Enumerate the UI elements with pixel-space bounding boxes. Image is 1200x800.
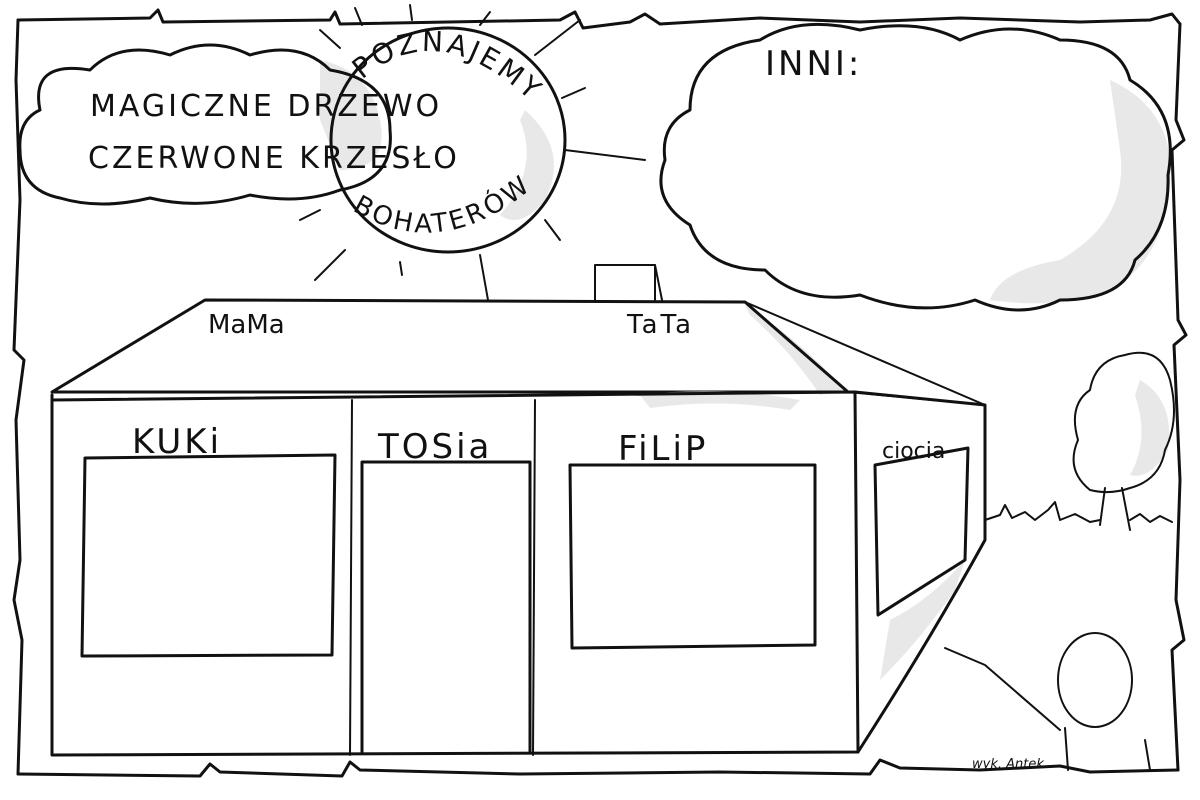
house: MaMa TaTa <box>50 264 987 757</box>
window-filip: FiLiP <box>568 429 817 650</box>
tree <box>1072 351 1175 531</box>
sun-bottom-label: BOHATERÓW <box>349 169 538 239</box>
window-label-kuki: KUKi <box>132 422 222 462</box>
stick-person <box>944 632 1151 771</box>
story-line-1: MAGICZNE DRZEWO <box>90 89 442 124</box>
page-frame <box>12 8 1188 778</box>
story-line-2: CZERWONE KRZESŁO <box>88 141 460 176</box>
roof-label-mama: MaMa <box>208 310 285 340</box>
window-kuki: KUKi <box>80 422 337 658</box>
window-label-ciocia: ciocia <box>882 439 945 464</box>
door-label-tosia: TOSia <box>377 427 492 467</box>
artist-signature: wyk. Antek. <box>972 757 1048 772</box>
roof-label-tata: TaTa <box>626 310 694 340</box>
door-tosia: TOSia <box>360 427 532 754</box>
story-cloud: MAGICZNE DRZEWO CZERWONE KRZESŁO <box>18 43 460 206</box>
grass <box>984 501 1173 523</box>
window-label-filip: FiLiP <box>618 429 708 469</box>
window-ciocia: ciocia <box>873 439 970 617</box>
others-cloud: INNI: <box>659 22 1172 312</box>
others-label: INNI: <box>765 44 862 84</box>
